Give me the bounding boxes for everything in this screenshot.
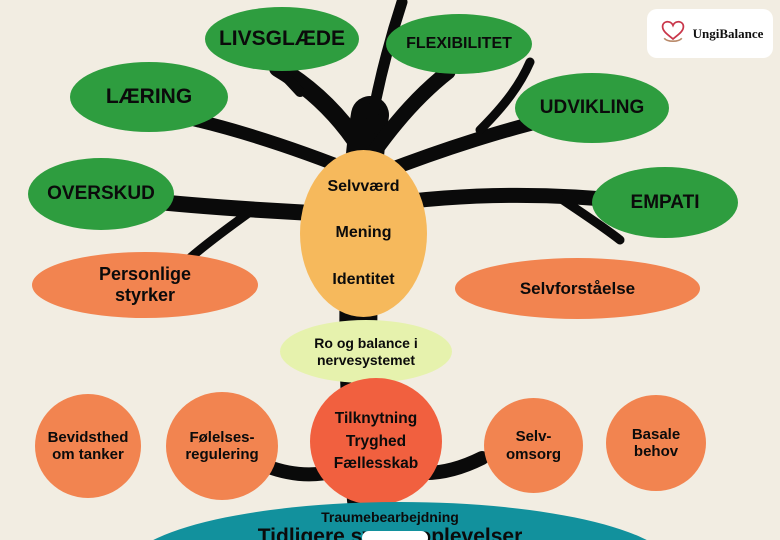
crown-bubble-flexibilitet: FLEXIBILITET xyxy=(386,14,532,74)
foundation-line: Følelses- xyxy=(189,428,255,446)
foundation-line: behov xyxy=(633,443,679,460)
strengths-left-line: Personlige xyxy=(98,264,192,285)
foundation-line: om tanker xyxy=(52,446,124,463)
bottom-pill-decoration xyxy=(362,531,428,540)
core-bubble: Tilknytning Tryghed Fællesskab xyxy=(310,378,442,505)
crown-label: EMPATI xyxy=(630,191,700,213)
strengths-right-label: Selvforståelse xyxy=(519,278,636,298)
foundation-circle-bevidsthed: Bevidsthed om tanker xyxy=(35,394,141,498)
strengths-left-bubble: Personlige styrker xyxy=(32,252,258,318)
trunk-line: Identitet xyxy=(332,270,395,288)
foundation-circle-selvomsorg: Selv- omsorg xyxy=(484,398,583,493)
heart-hands-icon xyxy=(657,15,689,52)
foundation-line: regulering xyxy=(185,446,259,463)
trunk-line: Mening xyxy=(335,224,392,242)
trunk-bubble: Selvværd Mening Identitet xyxy=(300,150,427,317)
foundation-circle-basalebehov: Basale behov xyxy=(606,395,706,491)
strengths-right-bubble: Selvforståelse xyxy=(455,258,700,319)
logo-badge: UngiBalance xyxy=(647,9,773,58)
crown-label: FLEXIBILITET xyxy=(406,34,512,52)
crown-label: UDVIKLING xyxy=(539,97,645,119)
foundation-line: Basale xyxy=(631,425,681,443)
foundation-line: Bevidsthed xyxy=(47,428,129,446)
crown-bubble-overskud: OVERSKUD xyxy=(28,158,174,230)
foundation-line: Selv- xyxy=(515,428,552,446)
base-title: Traumebearbejdning xyxy=(321,509,459,525)
trunk-line: Selvværd xyxy=(327,177,400,195)
crown-label: LÆRING xyxy=(105,84,193,108)
balance-bubble: Ro og balance i nervesystemet xyxy=(280,320,452,383)
foundation-line: omsorg xyxy=(505,445,561,463)
strengths-left-line: styrker xyxy=(114,285,176,305)
crown-bubble-udvikling: UDVIKLING xyxy=(515,73,669,143)
crown-label: OVERSKUD xyxy=(47,183,155,205)
crown-bubble-laering: LÆRING xyxy=(70,62,228,132)
core-line: Tryghed xyxy=(345,432,407,450)
core-line: Tilknytning xyxy=(334,409,418,427)
balance-line: nervesystemet xyxy=(316,351,416,368)
balance-line: Ro og balance i xyxy=(314,335,418,352)
foundation-circle-foelelsesregulering: Følelses- regulering xyxy=(166,392,278,500)
crown-bubble-empati: EMPATI xyxy=(592,167,738,238)
crown-bubble-livsglaede: LIVSGLÆDE xyxy=(205,7,359,71)
core-line: Fællesskab xyxy=(333,455,419,473)
logo-brand-text: UngiBalance xyxy=(692,25,764,41)
crown-label: LIVSGLÆDE xyxy=(218,26,345,50)
